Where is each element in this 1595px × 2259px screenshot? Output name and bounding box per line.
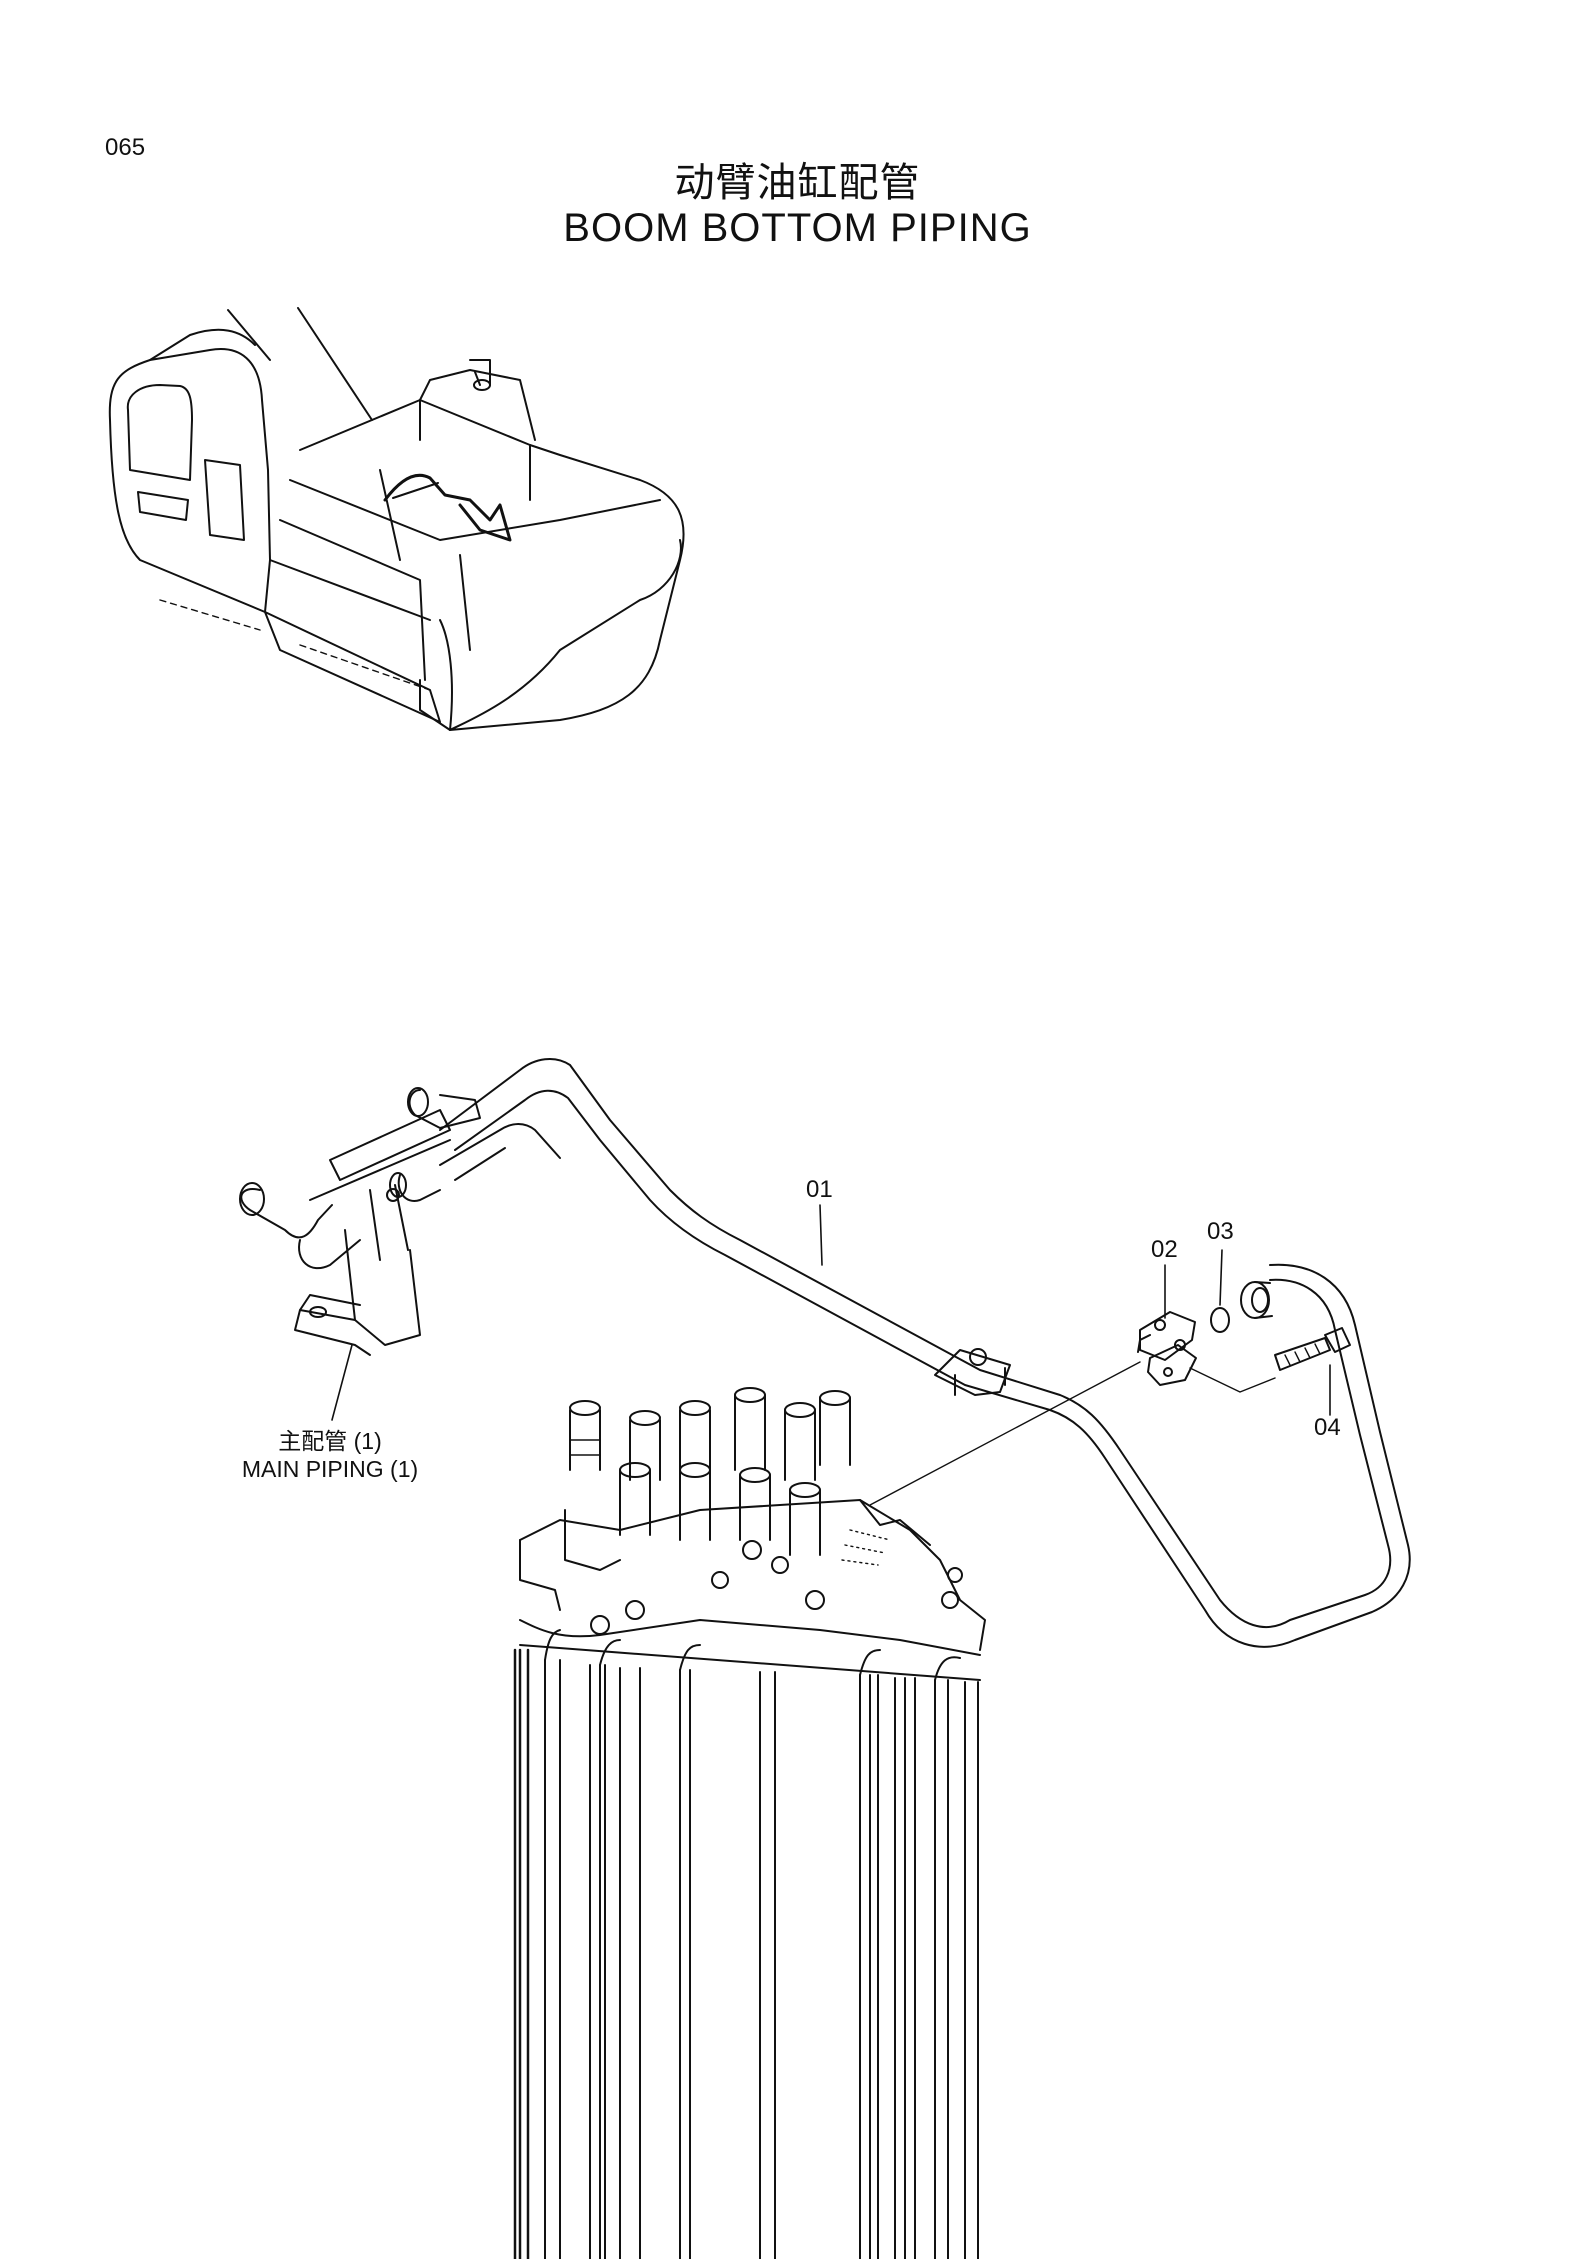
callout-04: 04 [1314, 1414, 1341, 1441]
callout-01: 01 [806, 1176, 833, 1203]
main-piping-reference: 主配管 (1) MAIN PIPING (1) [180, 1428, 480, 1483]
excavator-overview-drawing [108, 307, 685, 731]
callout-02: 02 [1151, 1236, 1178, 1263]
page-title-english: BOOM BOTTOM PIPING [563, 206, 1032, 250]
callout-03: 03 [1207, 1218, 1234, 1245]
fittings-drawing [819, 1204, 1351, 1506]
boom-piping-drawing [239, 1058, 1411, 1648]
main-piping-label-english: MAIN PIPING (1) [241, 1455, 419, 1482]
page-number: 065 [105, 134, 146, 161]
control-valve-drawing [513, 1387, 986, 2259]
main-piping-label-chinese: 主配管 (1) [278, 1428, 382, 1454]
page-title-chinese: 动臂油缸配管 [674, 160, 921, 206]
